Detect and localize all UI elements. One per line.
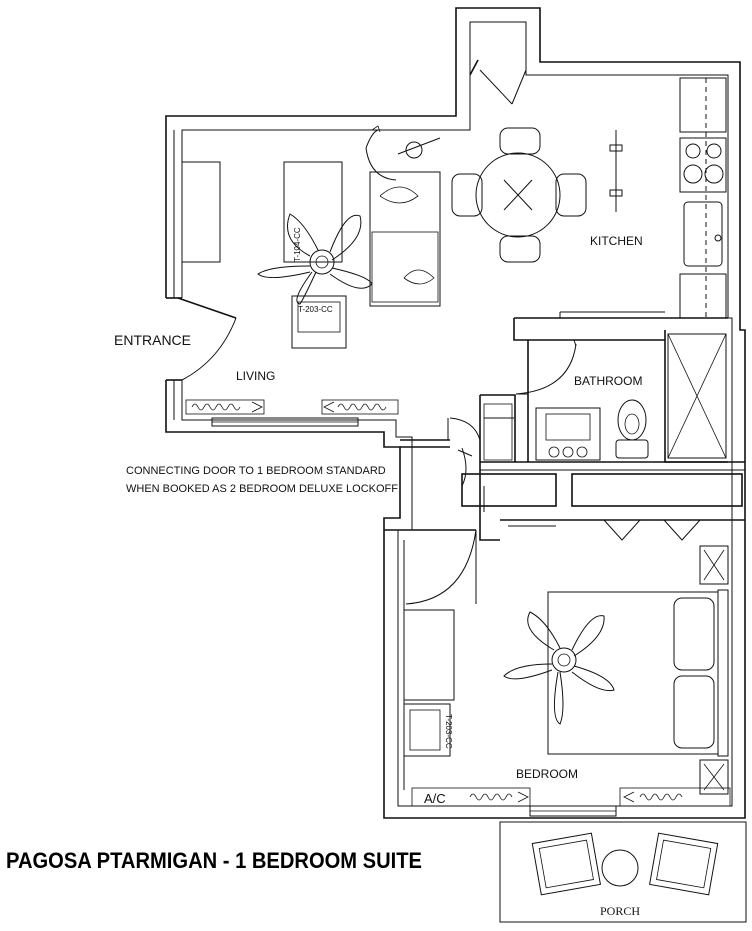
note-line-2: WHEN BOOKED AS 2 BEDROOM DELUXE LOCKOFF [126,483,398,495]
bedroom-chair-tag: T-203-CC [444,714,453,749]
plan-title: PAGOSA PTARMIGAN - 1 BEDROOM SUITE [6,848,422,873]
room-label-bathroom: BATHROOM [574,374,642,388]
ac-label: A/C [424,791,446,806]
bedroom-furniture [403,519,729,795]
bathroom-fixtures [535,333,727,461]
baseboard-heaters [185,399,731,807]
room-label-kitchen: KITCHEN [590,234,643,248]
room-label-bedroom: BEDROOM [516,767,578,781]
room-label-porch: PORCH [600,904,640,918]
room-label-entrance: ENTRANCE [114,332,191,348]
living-table-tag: T-104-CC [293,227,302,262]
kitchen-fixtures [451,77,727,319]
windows [211,417,617,817]
bedroom-ceiling-fan [503,611,615,725]
connecting-doors [447,403,514,512]
entrance-door [163,297,237,381]
bedroom-door [405,529,477,605]
living-furniture [181,125,441,349]
storage-door [469,59,527,105]
living-chair-tag: T-203-CC [298,305,333,314]
porch [499,821,747,923]
bathroom-door [515,339,577,395]
living-ceiling-fan [257,213,373,305]
exterior-walls [165,7,746,819]
room-label-living: LIVING [236,369,275,383]
note-line-1: CONNECTING DOOR TO 1 BEDROOM STANDARD [126,465,386,477]
